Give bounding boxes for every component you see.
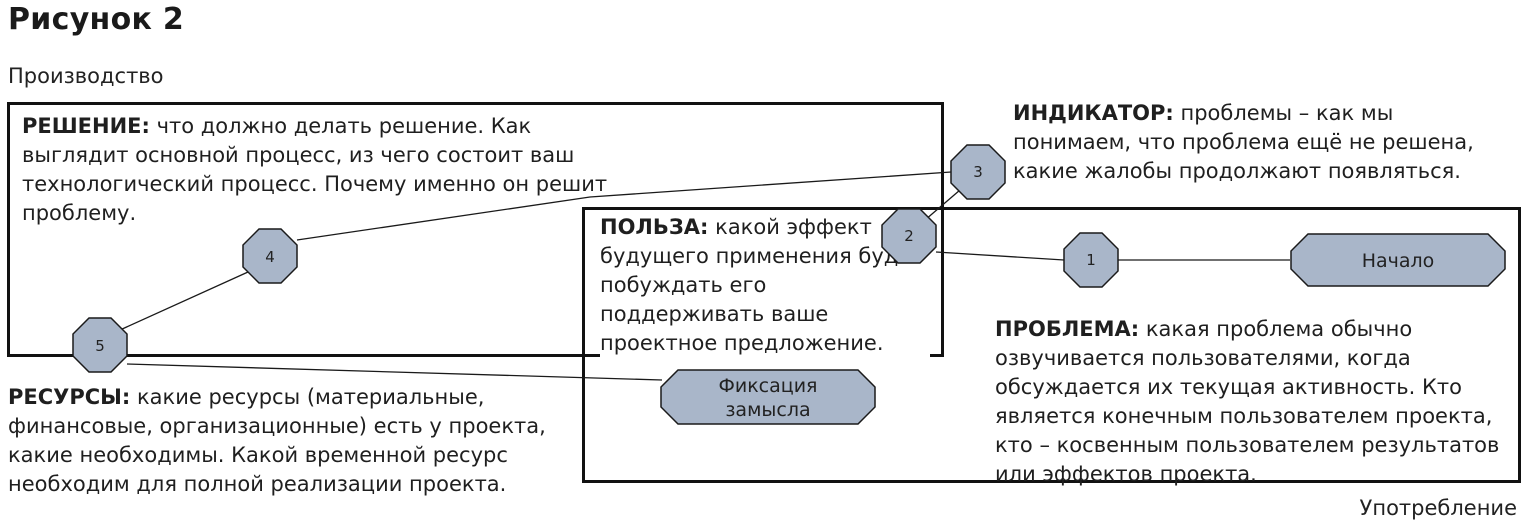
edge-5-fixation <box>126 363 663 381</box>
step-5-node <box>72 317 128 373</box>
problem-block: ПРОБЛЕМА: какая проблема обычно озвучива… <box>995 315 1515 489</box>
step-1-node <box>1063 232 1119 288</box>
fixation-node <box>660 369 876 425</box>
start-label: Начало <box>1362 250 1435 272</box>
indicator-block: ИНДИКАТОР: проблемы – как мы понимаем, ч… <box>1013 99 1513 186</box>
usage-frame <box>582 207 1521 483</box>
step-3-node <box>950 144 1006 200</box>
edge-3-4 <box>296 171 952 241</box>
start-node <box>1290 233 1506 287</box>
step-5-label: 5 <box>95 337 105 355</box>
edge-2-3 <box>924 189 961 221</box>
axis-label-production: Производство <box>8 64 164 88</box>
benefit-text: какой эффект будущего применения будет п… <box>600 215 924 355</box>
indicator-heading: ИНДИКАТОР: <box>1013 101 1174 125</box>
step-4-label: 4 <box>265 248 275 266</box>
fixation-label-line2: замысла <box>725 399 810 421</box>
step-2-label: 2 <box>904 227 914 245</box>
step-4-node <box>242 228 298 284</box>
production-frame <box>7 102 944 357</box>
edge-4-5 <box>119 271 249 331</box>
connector-lines <box>119 171 1290 381</box>
solution-block: РЕШЕНИЕ: что должно делать решение. Как … <box>22 112 622 228</box>
edge-1-2 <box>935 251 1065 261</box>
axis-label-usage: Употребление <box>1359 496 1517 520</box>
resources-block: РЕСУРСЫ: какие ресурсы (материальные, фи… <box>8 383 578 499</box>
problem-text: какая проблема обычно озвучивается польз… <box>995 317 1500 486</box>
problem-heading: ПРОБЛЕМА: <box>995 317 1140 341</box>
step-3-label: 3 <box>973 163 983 181</box>
step-1-label: 1 <box>1086 251 1096 269</box>
benefit-heading: ПОЛЬЗА: <box>600 215 709 239</box>
resources-heading: РЕСУРСЫ: <box>8 385 131 409</box>
resources-text: какие ресурсы (материальные, финансовые,… <box>8 385 546 496</box>
solution-heading: РЕШЕНИЕ: <box>22 114 150 138</box>
solution-text: что должно делать решение. Как выглядит … <box>22 114 608 225</box>
figure-title: Рисунок 2 <box>8 2 185 37</box>
benefit-block: ПОЛЬЗА: какой эффект будущего применения… <box>600 213 930 358</box>
indicator-text: проблемы – как мы понимаем, что проблема… <box>1013 101 1474 183</box>
fixation-label-line1: Фиксация <box>719 375 818 397</box>
step-2-node <box>881 208 937 264</box>
